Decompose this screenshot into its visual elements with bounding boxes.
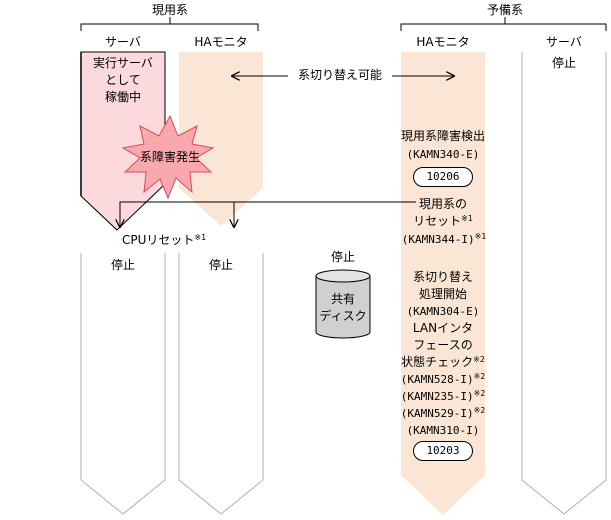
active-server-heading: サーバ — [105, 35, 141, 49]
switch-step-10-text: (KAMN310-I) — [406, 424, 480, 437]
switch-step-5: フェースの — [383, 338, 503, 353]
switch-step-1: 系切り替え — [383, 270, 503, 285]
switch-step-8-mark: ※2 — [473, 389, 486, 398]
cpu-reset-mark: ※1 — [194, 233, 207, 242]
standby-group-title: 予備系 — [486, 3, 523, 17]
active-ha-heading: HAモニタ — [194, 35, 248, 49]
switch-step-6-mark: ※2 — [473, 355, 485, 364]
reset-line2-text: リセット — [413, 214, 462, 228]
standby-group-bracket — [400, 23, 607, 31]
shared-disk-icon — [315, 269, 371, 339]
switch-step-7: (KAMN528-I)※2 — [383, 372, 503, 387]
active-group-title: 現用系 — [151, 3, 188, 17]
reset-code: (KAMN344-I)※1 — [388, 232, 500, 247]
switch-step-6: 状態チェック※2 — [383, 355, 503, 370]
switch-step-7-text: (KAMN528-I) — [400, 373, 474, 386]
switch-step-7-mark: ※2 — [473, 372, 486, 381]
reset-code-mark: ※1 — [474, 232, 487, 241]
active-server-lane — [80, 253, 166, 515]
disk-label-line1: 共有 — [330, 292, 355, 306]
switch-step-2: 処理開始 — [383, 287, 503, 302]
switch-step-8: (KAMN235-I)※2 — [383, 389, 503, 404]
active-server-status-line1: 実行サーバ — [93, 56, 153, 70]
switch-step-9-text: (KAMN529-I) — [400, 407, 474, 420]
switch-step-9-mark: ※2 — [473, 406, 486, 415]
active-group-bracket — [80, 23, 259, 31]
cpu-reset-label: CPUリセット※1 — [122, 233, 206, 248]
reset-line1: 現用系の — [418, 197, 467, 211]
disk-label-line2: ディスク — [319, 309, 367, 323]
switch-step-4-text: LANインタ — [412, 321, 474, 335]
active-server-status-line3: 稼働中 — [104, 90, 141, 104]
switchable-label: 系切り替え可能 — [297, 68, 382, 82]
cpu-reset-text: CPUリセット — [122, 233, 195, 247]
switch-step-3-text: (KAMN304-E) — [406, 305, 480, 318]
standby-ha-heading: HAモニタ — [416, 35, 470, 49]
switch-step-8-text: (KAMN235-I) — [400, 390, 474, 403]
active-ha-lane — [178, 253, 264, 515]
switch-step-4: LANインタ — [383, 321, 503, 336]
detect-code: (KAMN340-E) — [406, 148, 480, 161]
standby-server-heading: サーバ — [546, 35, 582, 49]
disk-stopped: 停止 — [330, 250, 355, 264]
active-server-status-line2: として — [105, 73, 141, 87]
standby-server-lane — [521, 52, 607, 515]
final-status-pill: 10203 — [413, 441, 473, 461]
reset-code-text: (KAMN344-I) — [401, 233, 475, 246]
active-ha-stopped: 停止 — [208, 258, 233, 272]
switch-step-5-text: フェースの — [413, 338, 473, 352]
switch-step-6-text: 状態チェック — [401, 355, 474, 369]
reset-arrow — [120, 201, 416, 227]
switch-step-1-text: 系切り替え — [412, 270, 473, 284]
switch-step-3: (KAMN304-E) — [383, 304, 503, 319]
reset-line2-mark: ※1 — [461, 214, 473, 223]
active-server-stopped: 停止 — [110, 258, 135, 272]
switch-step-9: (KAMN529-I)※2 — [383, 406, 503, 421]
standby-server-status: 停止 — [551, 56, 576, 70]
failure-label: 系障害発生 — [139, 150, 200, 164]
switch-step-10: (KAMN310-I) — [383, 423, 503, 438]
active-ha-bar — [179, 52, 263, 226]
failure-burst — [121, 114, 215, 200]
detect-title: 現用系障害検出 — [400, 129, 485, 143]
reset-line2: リセット※1 — [395, 214, 491, 229]
detect-status-pill: 10206 — [413, 167, 473, 187]
switch-step-2-text: 処理開始 — [418, 287, 467, 301]
